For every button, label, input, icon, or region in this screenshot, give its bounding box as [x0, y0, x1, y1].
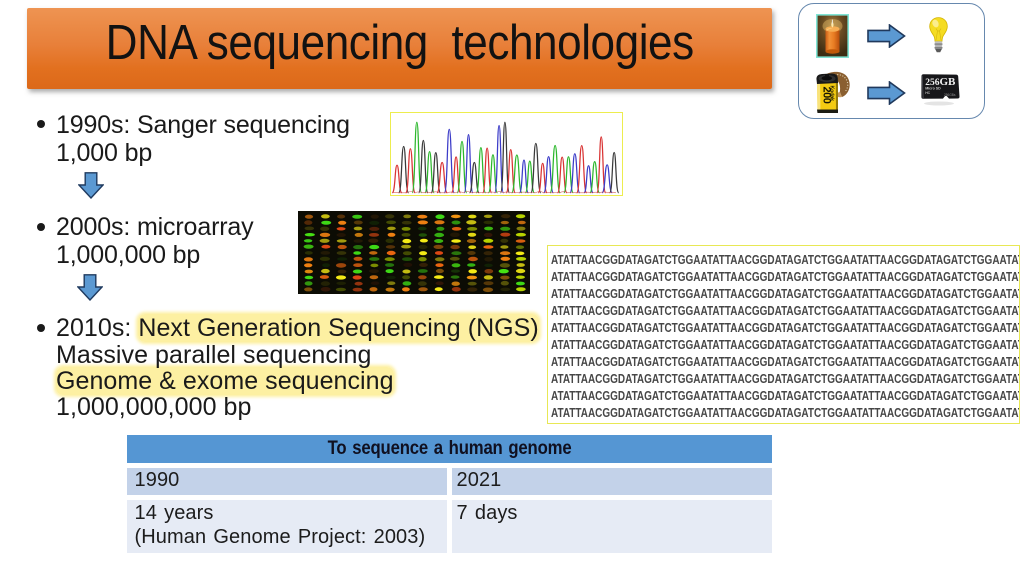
svg-text:200: 200	[821, 87, 833, 104]
svg-text:Micro SD: Micro SD	[925, 87, 941, 91]
svg-text:256GB: 256GB	[925, 76, 956, 88]
svg-text:Kodak: Kodak	[829, 86, 835, 103]
svg-text:HC: HC	[925, 91, 930, 95]
svg-text:256GBs: 256GBs	[944, 93, 956, 97]
